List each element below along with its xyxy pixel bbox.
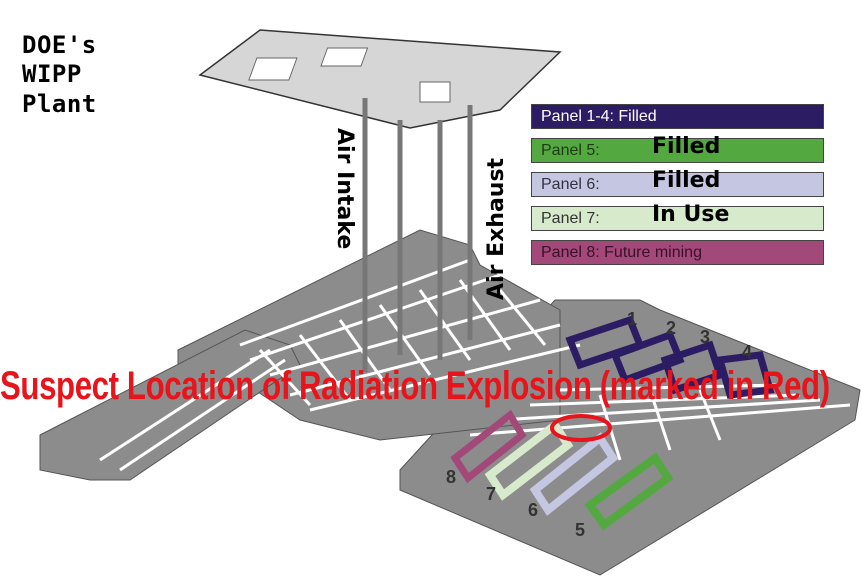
legend-label: Panel 6: (541, 176, 600, 193)
explosion-marker (550, 414, 612, 442)
legend-item-panel-8: Panel 8: Future mining (531, 240, 824, 265)
legend-item-panels-1-4: Panel 1-4: Filled (531, 104, 824, 129)
surface-building (248, 57, 298, 81)
air-exhaust-label: Air Exhaust (484, 157, 509, 300)
panel-number-5: 5 (575, 520, 586, 540)
legend-label: Panel 1-4: Filled (541, 108, 657, 125)
panel-number-4: 4 (742, 342, 753, 362)
repository-grid (469, 383, 851, 461)
air-intake-label: Air Intake (332, 128, 357, 250)
panel-number-1: 1 (627, 309, 638, 329)
panel-number-6: 6 (528, 500, 539, 520)
title-line-3: Plant (22, 90, 97, 118)
legend-item-panel-5: Panel 5: Filled (531, 134, 824, 163)
panels-1-4 (565, 315, 775, 399)
legend-label: Panel 5: (541, 142, 600, 159)
surface-plant (198, 29, 562, 129)
legend-item-panel-6: Panel 6: Filled (531, 168, 824, 197)
title-line-1: DOE's (22, 31, 97, 59)
west-tunnel-arm (39, 329, 301, 481)
legend-label: Panel 7: (541, 210, 600, 227)
surface-building (320, 47, 369, 67)
title-line-2: WIPP (22, 60, 82, 88)
panel-number-7: 7 (486, 484, 497, 504)
legend-status: Filled (652, 168, 721, 193)
surface-building (419, 81, 451, 103)
panel-7 (484, 419, 574, 501)
headline: Suspect Location of Radiation Explosion … (0, 364, 830, 408)
panel-number-2: 2 (666, 318, 677, 338)
panel-5 (584, 452, 674, 531)
panel-8 (450, 409, 527, 484)
shafts (362, 98, 473, 372)
legend-label: Panel 8: Future mining (541, 244, 702, 261)
panel-number-3: 3 (700, 327, 711, 347)
panel-number-8: 8 (446, 467, 457, 487)
legend-status: In Use (652, 202, 730, 227)
panel-6 (529, 432, 619, 516)
drift-grid (99, 258, 581, 472)
legend-status: Filled (652, 134, 721, 159)
legend-item-panel-7: Panel 7: In Use (531, 202, 824, 231)
